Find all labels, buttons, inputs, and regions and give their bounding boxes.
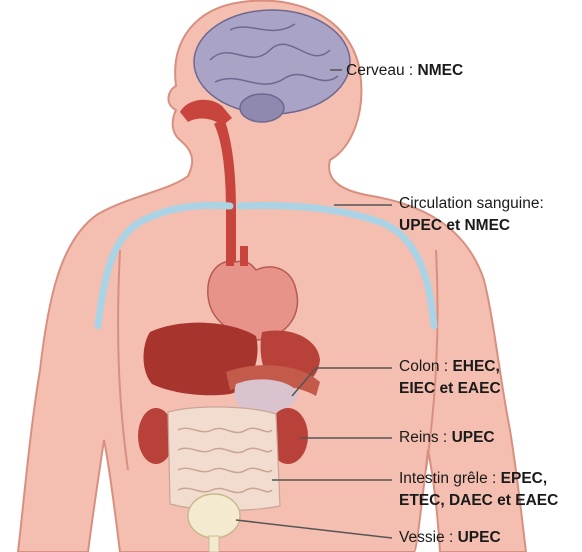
label-brain-strains: NMEC <box>418 62 464 79</box>
label-small-intestine: Intestin grêle : EPEC, ETEC, DAEC et EAE… <box>399 468 558 512</box>
label-bladder: Vessie : UPEC <box>399 527 501 549</box>
label-blood: Circulation sanguine: UPEC et NMEC <box>399 193 544 237</box>
label-kidneys: Reins : UPEC <box>399 427 495 449</box>
label-small-intestine-name: Intestin grêle : <box>399 470 496 487</box>
label-brain-name: Cerveau : <box>346 62 413 79</box>
intestines-organ <box>168 407 280 510</box>
label-colon-strains-1: EHEC, <box>452 358 499 375</box>
label-bladder-name: Vessie : <box>399 529 453 546</box>
label-colon: Colon : EHEC, EIEC et EAEC <box>399 356 501 400</box>
label-kidneys-strains: UPEC <box>452 429 495 446</box>
label-small-intestine-strains-2: ETEC, DAEC et EAEC <box>399 492 558 509</box>
label-small-intestine-strains-1: EPEC, <box>501 470 548 487</box>
label-blood-strains: UPEC et NMEC <box>399 217 510 234</box>
label-bladder-strains: UPEC <box>458 529 501 546</box>
label-blood-name: Circulation sanguine: <box>399 193 544 215</box>
label-brain: Cerveau : NMEC <box>346 60 463 82</box>
label-colon-strains-2: EIEC et EAEC <box>399 380 501 397</box>
label-kidneys-name: Reins : <box>399 429 447 446</box>
label-colon-name: Colon : <box>399 358 448 375</box>
